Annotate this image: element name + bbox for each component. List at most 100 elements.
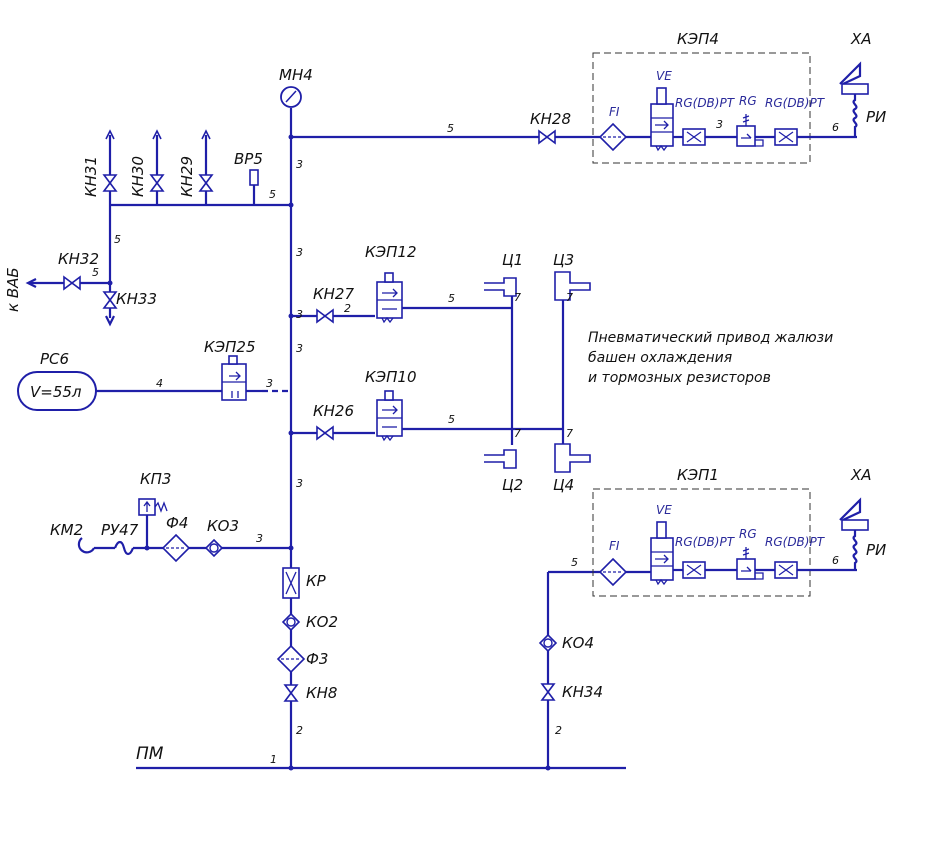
line-number: 3 (296, 477, 303, 490)
label-c3: Ц3 (553, 251, 574, 269)
label-f4: Ф4 (166, 514, 188, 532)
label-fi-bottom: FI (609, 539, 620, 553)
mn4-gauge (280, 86, 302, 108)
kep12-valve (376, 272, 403, 324)
line-number: 5 (92, 266, 99, 279)
line-number: 7 (566, 291, 573, 304)
line-number: 7 (514, 427, 521, 440)
line-number: 6 (832, 554, 839, 567)
kn30-valve (150, 174, 164, 192)
label-rgdbpt2-bottom: RG(DB)PT (765, 535, 826, 549)
label-xa-bottom: ХА (850, 466, 872, 484)
kep1-unit (592, 488, 857, 597)
label-rgdbpt1-top: RG(DB)PT (675, 96, 736, 110)
f4-filter (162, 534, 190, 562)
label-kn27: КН27 (313, 285, 354, 303)
line-number: 1 (270, 753, 277, 766)
label-kn31: КН31 (82, 156, 100, 197)
line-number: 7 (566, 427, 573, 440)
label-rs6: РС6 (40, 350, 69, 368)
kr-regulator (282, 567, 300, 599)
line-number: 3 (266, 377, 273, 390)
line-number: 5 (114, 233, 121, 246)
label-kp3: КП3 (140, 470, 171, 488)
label-ve-bottom: VE (656, 503, 672, 517)
label-f3: Ф3 (306, 650, 328, 668)
kep10-valve (376, 390, 403, 442)
line-number: 3 (716, 118, 723, 131)
line-number: 4 (156, 377, 163, 390)
cylinder-c1 (484, 277, 517, 297)
label-kep4: КЭП4 (677, 30, 719, 48)
cylinder-c4 (554, 443, 591, 473)
label-kn32: КН32 (58, 250, 99, 268)
label-ri-bottom: РИ (866, 541, 886, 559)
label-kr: КР (306, 572, 327, 590)
kn33-valve (103, 291, 117, 309)
line-number: 5 (269, 188, 276, 201)
label-k-vab: к ВАБ (4, 267, 22, 312)
label-c1: Ц1 (502, 251, 523, 269)
cylinder-c3 (554, 271, 591, 301)
note-line2: башен охлаждения (588, 350, 732, 366)
line-number: 2 (344, 302, 351, 315)
label-kn33: КН33 (116, 290, 157, 308)
f3-filter (277, 645, 305, 673)
vr5-valve (249, 169, 259, 186)
label-ko2: КО2 (306, 613, 338, 631)
label-kep1: КЭП1 (677, 466, 719, 484)
xa-horn-bottom (839, 497, 869, 570)
label-ve-top: VE (656, 69, 672, 83)
line-number: 2 (296, 724, 303, 737)
label-ri-top: РИ (866, 108, 886, 126)
label-mn4: МН4 (279, 66, 313, 84)
line-number: 3 (296, 308, 303, 321)
line-number: 5 (571, 556, 578, 569)
kn26-valve (316, 426, 334, 440)
label-ko3: КО3 (207, 517, 239, 535)
line-number: 2 (555, 724, 562, 737)
note-line3: и тормозных резисторов (588, 370, 771, 386)
label-rgdbpt1-bottom: RG(DB)PT (675, 535, 736, 549)
kep25-valve (221, 355, 247, 401)
label-kep10: КЭП10 (365, 368, 417, 386)
label-xa-top: ХА (850, 30, 872, 48)
cylinder-c2 (484, 449, 517, 469)
kn32-valve (63, 276, 81, 290)
kp3-valve (138, 498, 168, 516)
line-number: 5 (448, 292, 455, 305)
kn27-valve (316, 309, 334, 323)
label-kn29: КН29 (178, 156, 196, 197)
label-rg-top: RG (739, 94, 757, 108)
kn29-valve (199, 174, 213, 192)
label-rgdbpt2-top: RG(DB)PT (765, 96, 826, 110)
line-number: 3 (296, 342, 303, 355)
label-fi-top: FI (609, 105, 620, 119)
ko4-check (539, 634, 557, 652)
label-ru47: РУ47 (101, 521, 139, 539)
line-number: 3 (296, 246, 303, 259)
label-kn26: КН26 (313, 402, 354, 420)
label-kn34: КН34 (562, 683, 603, 701)
label-c4: Ц4 (553, 476, 574, 494)
label-rg-bottom: RG (739, 527, 757, 541)
kn8-valve (284, 684, 298, 702)
kn34-valve (541, 683, 555, 701)
line-number: 3 (256, 532, 263, 545)
kn28-valve (538, 130, 556, 144)
note-line1: Пневматический привод жалюзи (588, 330, 833, 346)
line-number: 3 (296, 158, 303, 171)
label-kep25: КЭП25 (204, 338, 256, 356)
ko3-check (205, 539, 223, 557)
label-pm: ПМ (136, 744, 164, 764)
xa-horn-top (839, 61, 869, 137)
label-kn30: КН30 (129, 156, 147, 197)
label-rs6-volume: V=55л (30, 383, 82, 401)
kn31-valve (103, 174, 117, 192)
label-km2: КМ2 (50, 521, 83, 539)
kep4-unit (592, 52, 857, 164)
line-number: 7 (514, 291, 521, 304)
ko2-check (282, 613, 300, 631)
km2-symbol (77, 537, 95, 554)
